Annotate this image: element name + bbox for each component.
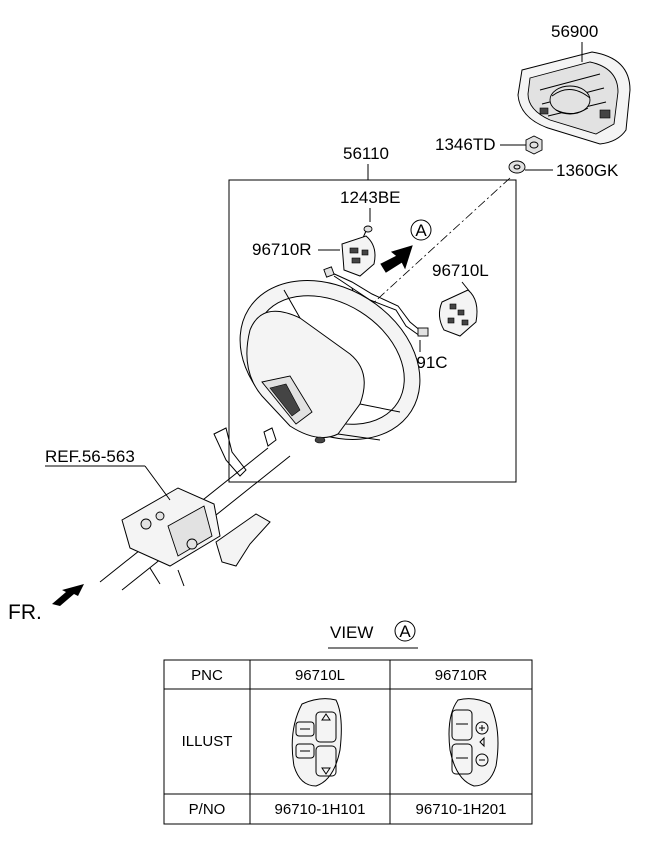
airbag-module [517,51,631,145]
assembly-box [228,179,517,483]
view-a-marker: A [410,219,432,241]
table-header-pno: P/NO [189,801,226,818]
right-switch-part [341,235,376,277]
view-title-marker-circle [394,620,416,642]
left-switch-part [438,289,478,337]
label-1346td: 1346TD [435,135,495,154]
steering-wheel-part [239,280,421,444]
axis-line [299,177,511,371]
label-96710l: 96710L [432,261,489,280]
washer-part [508,160,526,174]
svg-text:A: A [415,221,427,240]
label-96710r: 96710R [252,240,312,259]
illust-right-switch [448,698,499,787]
view-direction-arrow [380,245,413,273]
view-title: VIEW [330,623,373,642]
label-1360gk: 1360GK [556,161,619,180]
front-arrow-icon [52,584,84,606]
front-indicator-label: FR. [8,601,42,624]
illust-left-switch [291,698,342,787]
table-cell-pno-right: 96710-1H201 [416,801,507,818]
nut-part [525,135,543,155]
parts-table [163,659,533,825]
label-ref: REF.56-563 [45,447,135,466]
view-title-marker: A [399,622,411,641]
label-1243be: 1243BE [340,188,401,207]
label-56900: 56900 [551,22,598,41]
leader-ref [144,465,171,501]
table-header-illust: ILLUST [182,733,233,750]
table-cell-pnc-right: 96710R [435,667,488,684]
table-cell-pno-left: 96710-1H101 [275,801,366,818]
table-header-pnc: PNC [191,667,223,684]
steering-column-part [99,427,291,591]
table-cell-pnc-left: 96710L [295,667,345,684]
label-56110: 56110 [343,144,389,163]
